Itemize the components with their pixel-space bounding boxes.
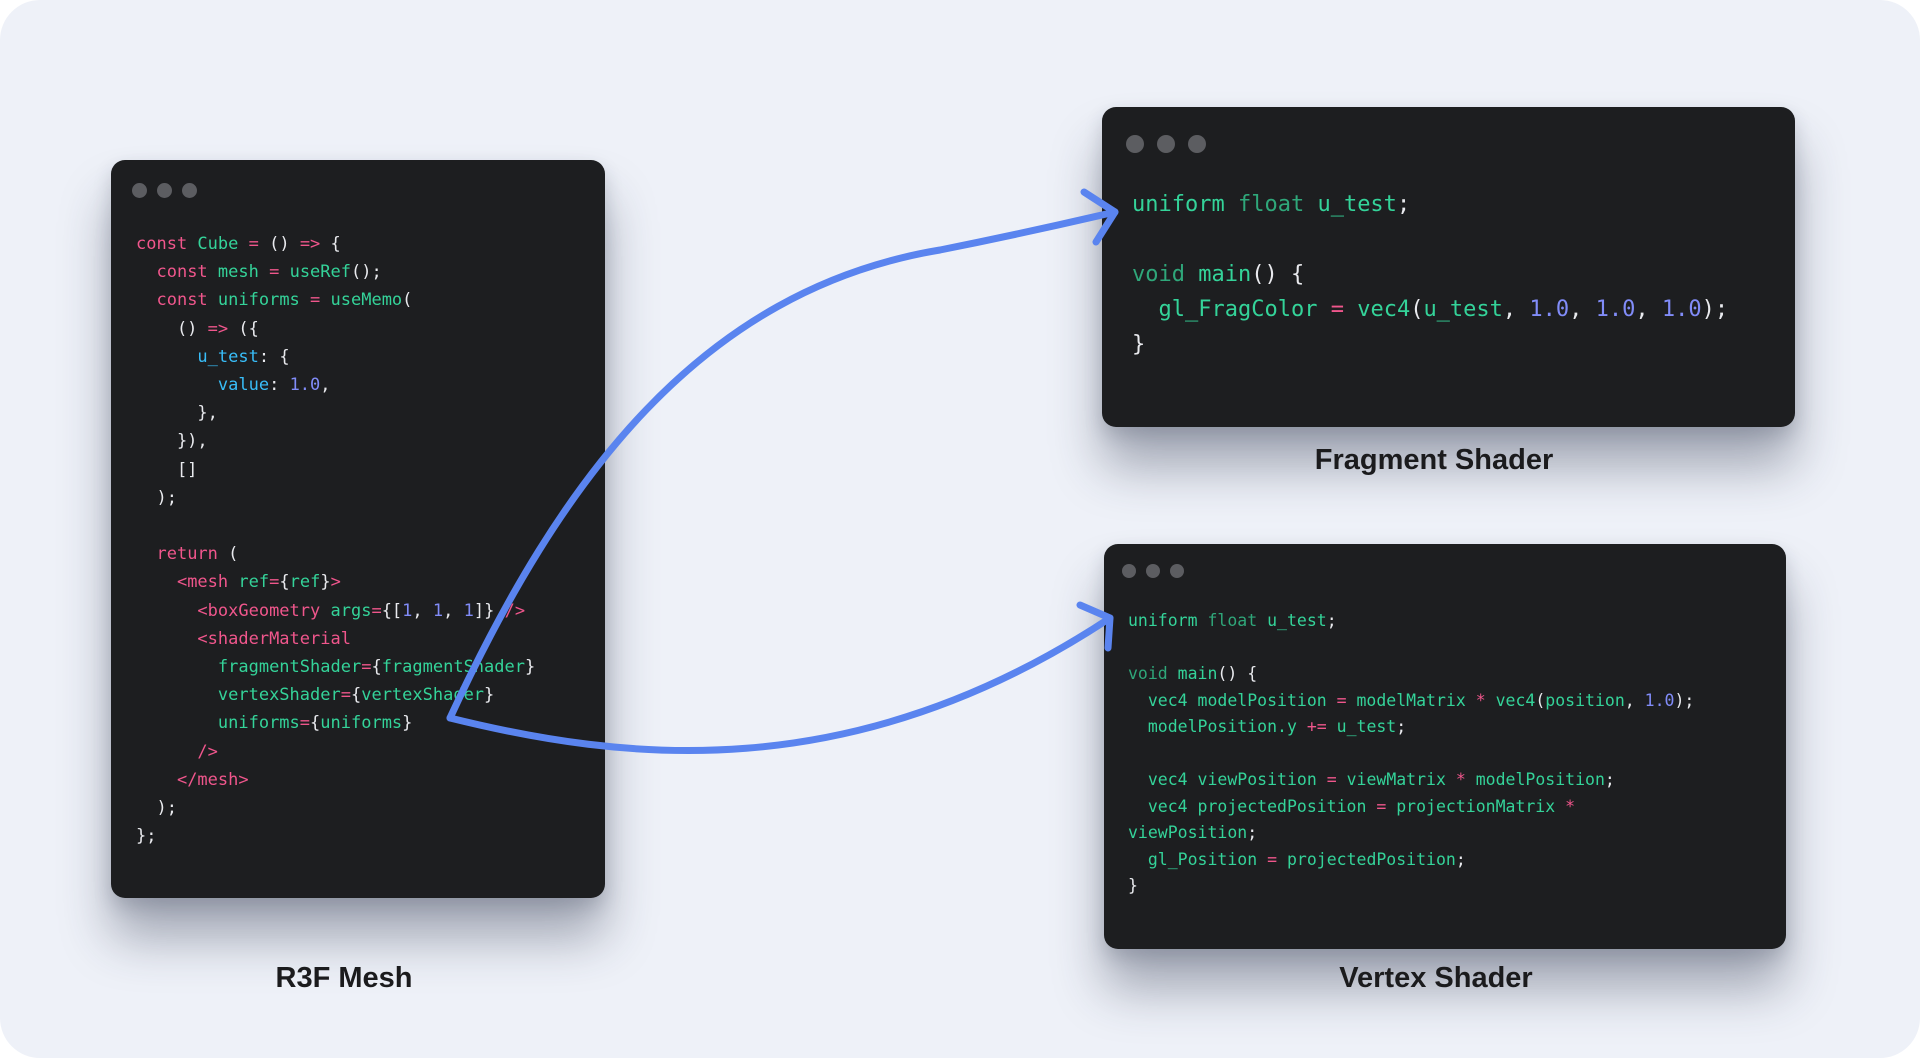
window-dot-icon [182,183,197,198]
code-line: <shaderMaterial [197,628,351,649]
code-line [1128,741,1694,768]
vertex-shader-code: uniform float u_test; void main() { vec4… [1128,608,1694,900]
fragment-shader-caption: Fragment Shader [1314,444,1554,476]
code-line: return ( [156,544,239,565]
window-dot-icon [157,183,172,198]
code-line: void main() { [1132,262,1305,287]
code-line: } [1132,332,1146,357]
code-line: uniforms={uniforms} [217,713,413,734]
code-line: vec4 modelPosition = modelMatrix * vec4(… [1147,690,1695,710]
fragment-shader-code-window: uniform float u_test; void main() { gl_F… [1102,107,1795,427]
code-line [136,512,535,540]
vertex-shader-caption: Vertex Shader [1339,962,1533,994]
window-controls [1122,564,1184,578]
code-line: uniform float u_test; [1128,611,1337,630]
code-line: fragmentShader={fragmentShader} [217,657,536,678]
window-dot-icon [1188,135,1206,153]
code-line: [] [136,459,198,480]
code-line: const mesh = useRef(); [156,262,382,283]
window-dot-icon [1146,564,1160,578]
code-line: /> [197,741,218,762]
code-line: vec4 projectedPosition = projectionMatri… [1147,796,1576,816]
code-line: uniform float u_test; [1132,192,1411,217]
r3f-mesh-caption: R3F Mesh [275,962,413,994]
code-line: }), [136,431,208,452]
code-line: vertexShader={vertexShader} [217,685,495,706]
window-dot-icon [1126,135,1144,153]
window-dot-icon [1122,564,1136,578]
code-line: </mesh> [176,769,249,790]
code-line: value: 1.0, [217,375,331,396]
code-line: void main() { [1128,664,1258,683]
code-line: viewPosition; [1128,823,1258,842]
code-line: gl_FragColor = vec4(u_test, 1.0, 1.0, 1.… [1158,297,1729,322]
window-controls [1126,135,1206,153]
code-line: const uniforms = useMemo( [156,290,413,311]
fragment-shader-code: uniform float u_test; void main() { gl_F… [1132,187,1728,362]
window-dot-icon [132,183,147,198]
code-line: modelPosition.y += u_test; [1147,717,1407,736]
window-controls [132,183,197,198]
code-line: const Cube = () => { [136,234,341,254]
code-line: vec4 viewPosition = viewMatrix * modelPo… [1147,770,1615,789]
code-line: <mesh ref={ref}> [176,572,341,593]
code-line [1132,222,1728,257]
code-line: u_test: { [197,346,290,367]
vertex-shader-code-window: uniform float u_test; void main() { vec4… [1104,544,1786,949]
code-line: }; [136,826,157,847]
window-dot-icon [1157,135,1175,153]
code-line: gl_Position = projectedPosition; [1147,849,1466,869]
code-line: }, [136,403,218,424]
code-line [1128,635,1694,662]
r3f-mesh-code: const Cube = () => { const mesh = useRef… [136,230,535,850]
code-line: () => ({ [136,318,259,339]
code-line: ); [136,798,177,819]
code-line: } [1128,876,1138,895]
window-dot-icon [1170,564,1184,578]
code-line: <boxGeometry args={[1, 1, 1]} /> [197,600,526,621]
r3f-mesh-code-window: const Cube = () => { const mesh = useRef… [111,160,605,898]
code-line: ); [136,487,177,508]
